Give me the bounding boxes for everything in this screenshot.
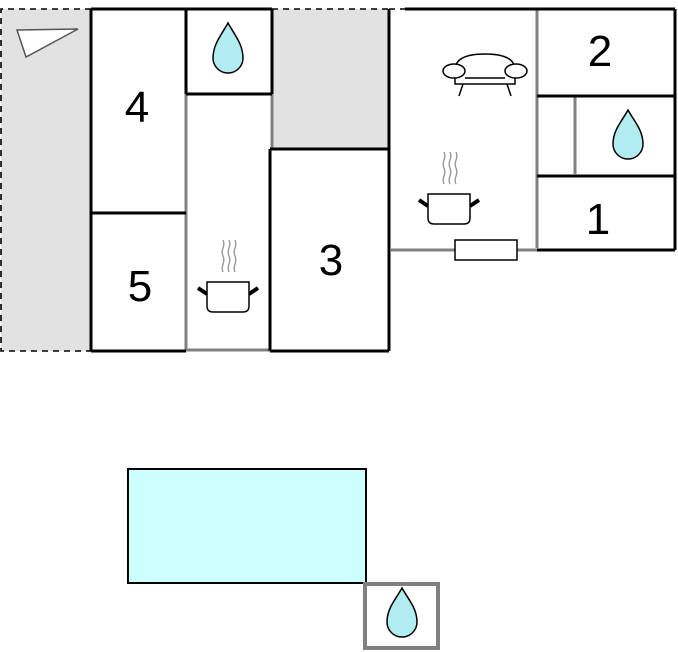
walls: [89, 7, 677, 353]
entrance-mat: [454, 239, 518, 261]
room-label-4: 4: [125, 83, 149, 132]
cooking-pot-icon: [196, 239, 260, 313]
terrace-center: [272, 9, 389, 149]
terrace-outlines: [0, 8, 405, 352]
sofa-icon: [442, 53, 528, 97]
room-label-1: 1: [586, 195, 610, 244]
room-label-2: 2: [588, 27, 612, 76]
cooking-pot-icon: [417, 151, 481, 225]
water-drop-icon: [386, 586, 418, 638]
partition-walls: [184, 10, 577, 352]
terrace-left: [1, 9, 91, 351]
room-label-5: 5: [128, 262, 152, 311]
room-label-3: 3: [319, 236, 343, 285]
terrace-icon: [15, 28, 79, 59]
swimming-pool: [127, 468, 367, 584]
water-drop-icon: [212, 21, 244, 74]
water-drop-icon: [612, 108, 644, 160]
outdoor-shower: [363, 582, 440, 650]
